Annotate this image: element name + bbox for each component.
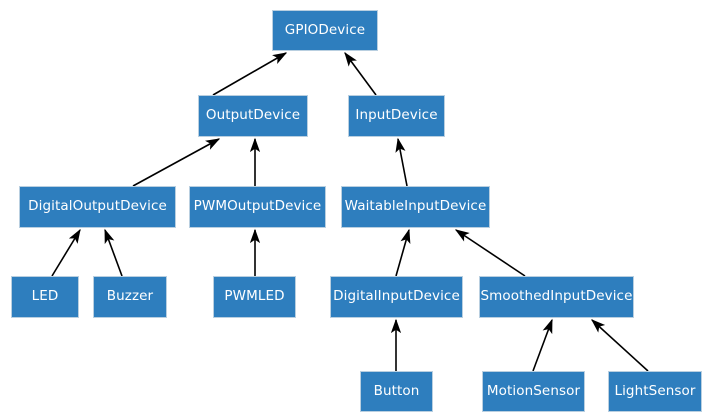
class-node-label: OutputDevice <box>205 107 301 124</box>
class-node-label: GPIODevice <box>284 21 366 38</box>
inheritance-arrow-digitalinputdevice-to-waitableinputdevice <box>395 228 411 277</box>
class-node-label: SmoothedInputDevice <box>480 288 633 305</box>
inheritance-arrow-buzzer-to-digitaloutputdevice <box>104 228 123 277</box>
class-node-digitalinputdevice[interactable]: DigitalInputDevice <box>330 276 463 318</box>
class-node-pwmoutputdevice[interactable]: PWMOutputDevice <box>189 186 326 228</box>
class-node-gpiodevice[interactable]: GPIODevice <box>272 10 378 51</box>
class-node-motionsensor[interactable]: MotionSensor <box>482 371 585 412</box>
class-node-label: DigitalInputDevice <box>333 288 460 305</box>
class-node-label: WaitableInputDevice <box>344 198 487 215</box>
class-node-label: DigitalOutputDevice <box>28 198 167 215</box>
inheritance-arrow-outputdevice-to-gpiodevice <box>212 52 288 96</box>
class-node-label: LED <box>31 288 59 305</box>
class-node-waitableinputdevice[interactable]: WaitableInputDevice <box>341 186 490 228</box>
inheritance-arrow-digitaloutputdevice-to-outputdevice <box>132 138 221 187</box>
class-node-digitaloutputdevice[interactable]: DigitalOutputDevice <box>19 186 176 228</box>
inheritance-arrow-lightsensor-to-smoothedinputdevice <box>591 319 649 372</box>
inheritance-arrow-inputdevice-to-gpiodevice <box>344 51 377 96</box>
class-node-label: MotionSensor <box>486 382 581 399</box>
class-node-pwmled[interactable]: PWMLED <box>213 276 296 318</box>
class-node-lightsensor[interactable]: LightSensor <box>608 371 702 412</box>
class-node-label: Buzzer <box>106 288 154 305</box>
inheritance-arrow-led-to-digitaloutputdevice <box>51 228 81 277</box>
inheritance-arrow-motionsensor-to-smoothedinputdevice <box>532 318 553 372</box>
inheritance-arrow-smoothedinputdevice-to-waitableinputdevice <box>454 229 526 277</box>
class-node-button[interactable]: Button <box>360 371 433 412</box>
class-node-buzzer[interactable]: Buzzer <box>93 276 167 318</box>
inheritance-arrow-waitableinputdevice-to-inputdevice <box>395 137 408 187</box>
class-node-label: PWMLED <box>224 288 285 305</box>
class-node-label: PWMOutputDevice <box>193 198 322 215</box>
class-node-inputdevice[interactable]: InputDevice <box>348 95 445 137</box>
class-node-smoothedinputdevice[interactable]: SmoothedInputDevice <box>479 276 634 318</box>
class-node-label: Button <box>373 382 420 399</box>
class-node-label: LightSensor <box>614 382 696 399</box>
class-node-led[interactable]: LED <box>11 276 79 318</box>
class-node-outputdevice[interactable]: OutputDevice <box>198 95 308 137</box>
class-node-label: InputDevice <box>355 107 438 124</box>
